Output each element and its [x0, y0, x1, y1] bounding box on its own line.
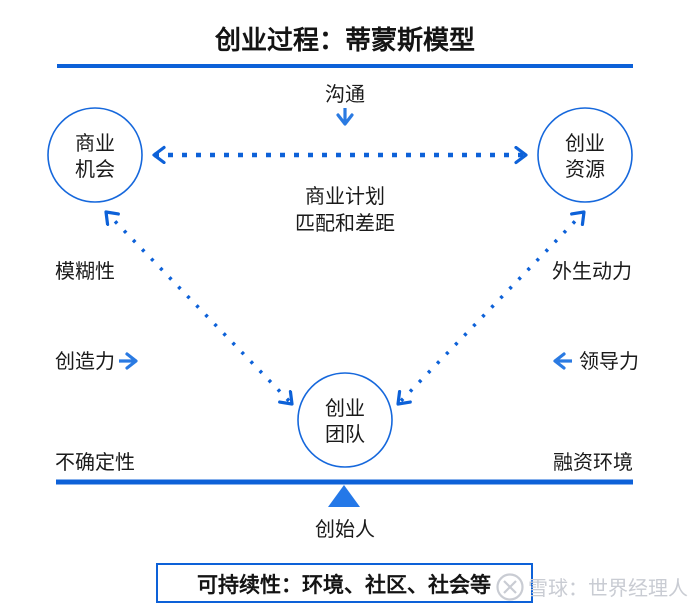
page-title: 创业过程：蒂蒙斯模型: [214, 25, 475, 55]
opportunity-label-line2: 机会: [75, 158, 115, 181]
sustainability-box-border: [156, 563, 533, 603]
business-plan-label-line2: 匹配和差距: [295, 212, 395, 235]
team-label-line1: 创业: [325, 397, 365, 420]
resource-label-line2: 资源: [565, 158, 605, 181]
ambiguity-label: 模糊性: [55, 260, 115, 283]
xueqiu-logo-mark-icon: [503, 580, 517, 594]
team-resource-dotted-arrow: [398, 212, 584, 404]
resource-label-line1: 创业: [565, 132, 605, 155]
exogenous-force-label: 外生动力: [552, 260, 632, 283]
resource-circle: [537, 107, 633, 203]
business-plan-label-line1: 商业计划: [305, 185, 385, 208]
team-circle: [297, 372, 393, 468]
leadership-label: 领导力: [579, 350, 639, 373]
founder-label: 创始人: [315, 518, 375, 541]
opportunity-label-line1: 商业: [75, 132, 115, 155]
financing-environment-label: 融资环境: [553, 451, 633, 474]
uncertainty-label: 不确定性: [55, 451, 135, 474]
node-entrepreneurial-resource: 创业 资源: [537, 107, 633, 203]
sustainability-label: 可持续性：环境、社区、社会等: [197, 573, 491, 597]
team-label-line2: 团队: [325, 423, 365, 446]
node-business-opportunity: 商业 机会: [47, 107, 143, 203]
sustainability-box: 可持续性：环境、社区、社会等: [156, 563, 533, 603]
xueqiu-snowball-logo-icon: [496, 573, 524, 601]
fulcrum-triangle-icon: [328, 485, 360, 507]
opportunity-circle: [47, 107, 143, 203]
node-entrepreneurial-team: 创业 团队: [297, 372, 393, 468]
watermark-text: 雪球：世界经理人: [528, 577, 688, 600]
watermark: 雪球：世界经理人: [496, 573, 688, 601]
communication-label: 沟通: [325, 83, 365, 106]
creativity-label: 创造力: [55, 350, 115, 373]
team-opportunity-dotted-arrow: [106, 212, 292, 404]
